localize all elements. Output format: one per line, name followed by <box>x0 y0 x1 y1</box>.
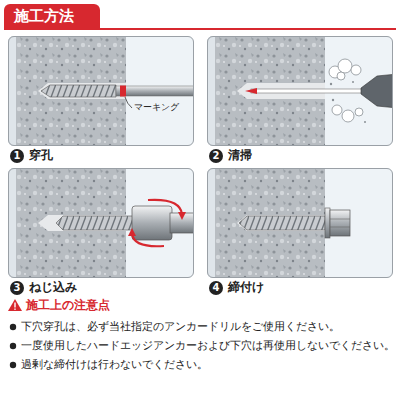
step-panel: 締付け <box>207 168 393 278</box>
section-title: 施工方法 <box>14 7 74 25</box>
bullet-dots <box>10 324 16 368</box>
step-caption: 清掃 <box>228 148 252 162</box>
step-panel: 清掃 <box>207 36 393 146</box>
note-text: 過剰な締付けは行わないでください。 <box>21 358 208 371</box>
step-caption: 締付け <box>228 280 264 294</box>
marking-label: マーキング <box>133 102 180 113</box>
step-caption: 穿孔 <box>29 148 53 162</box>
tightened-figure <box>207 168 393 278</box>
callout-number: 1 <box>10 149 24 163</box>
step-panel: 穿孔 <box>8 36 194 146</box>
warning-icon <box>8 299 22 311</box>
cleaning-figure <box>207 36 393 146</box>
callout-number: 2 <box>209 149 223 163</box>
note-text: 下穴穿孔は、必ず当社指定のアンカードリルをご使用ください。 <box>21 320 340 333</box>
notes-heading: 施工上の注意点 <box>26 298 110 312</box>
note-text: 一度使用したハードエッジアンカーおよび下穴は再使用しないでください。 <box>21 339 395 352</box>
screwing-figure <box>8 168 194 278</box>
step-panel: ねじ込み <box>8 168 194 278</box>
callout-number: 4 <box>209 281 223 295</box>
step-caption: ねじ込み <box>29 280 77 294</box>
callout-number: 3 <box>10 281 24 295</box>
header-rule <box>4 28 396 30</box>
header-tab <box>4 4 100 29</box>
drilling-figure <box>8 36 194 146</box>
